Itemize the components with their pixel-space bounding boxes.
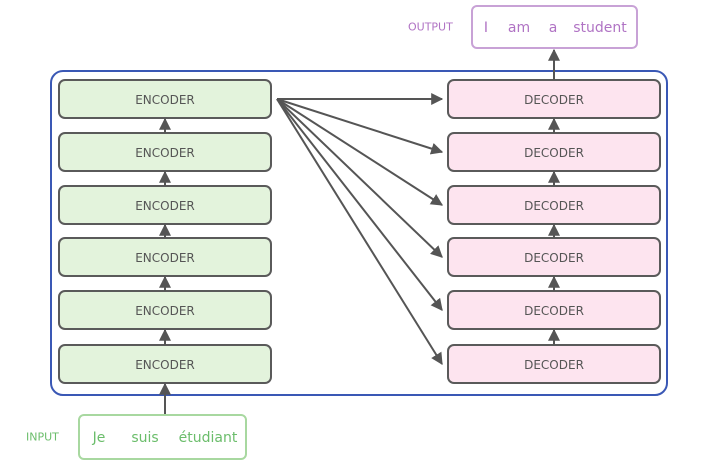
encoder-to-decoder-arrow bbox=[276, 98, 443, 366]
encoder-block: ENCODER bbox=[58, 79, 272, 119]
decoder-block: DECODER bbox=[447, 344, 661, 384]
decoder-block: DECODER bbox=[447, 79, 661, 119]
decoder-label: DECODER bbox=[524, 146, 584, 160]
decoder-label: DECODER bbox=[524, 199, 584, 213]
encoder-decoder-connections bbox=[159, 48, 560, 414]
decoder-stack: DECODER DECODER DECODER DECODER DECODER DECOD… bbox=[447, 79, 661, 384]
input-sequence: Je suis étudiant bbox=[78, 414, 247, 460]
decoder-block: DECODER bbox=[447, 237, 661, 277]
encoder-label: ENCODER bbox=[135, 358, 195, 372]
encoder-to-decoder-arrow bbox=[276, 98, 444, 155]
encoder-to-decoder-arrow bbox=[276, 98, 444, 206]
encoder-label: ENCODER bbox=[135, 251, 195, 265]
decoder-label: DECODER bbox=[524, 358, 584, 372]
encoder-block: ENCODER bbox=[58, 132, 272, 172]
encoder-to-decoder-arrow bbox=[276, 98, 443, 258]
encoder-label: ENCODER bbox=[135, 93, 195, 107]
encoder-to-decoder-arrow bbox=[276, 98, 443, 311]
encoder-block: ENCODER bbox=[58, 237, 272, 277]
decoder-block: DECODER bbox=[447, 290, 661, 330]
encoder-block: ENCODER bbox=[58, 344, 272, 384]
encoder-label: ENCODER bbox=[135, 146, 195, 160]
output-word: am bbox=[508, 20, 530, 36]
decoder-label: DECODER bbox=[524, 304, 584, 318]
encoder-decoder-container bbox=[50, 70, 668, 396]
decoder-block: DECODER bbox=[447, 132, 661, 172]
input-word: Je bbox=[92, 430, 106, 446]
decoder-block: DECODER bbox=[447, 185, 661, 225]
input-word: étudiant bbox=[179, 430, 238, 446]
decoder-label: DECODER bbox=[524, 251, 584, 265]
output-box bbox=[471, 5, 638, 49]
encoder-block: ENCODER bbox=[58, 290, 272, 330]
input-word: suis bbox=[131, 430, 158, 446]
output-word: student bbox=[573, 20, 627, 36]
encoder-block: ENCODER bbox=[58, 185, 272, 225]
output-label: OUTPUT bbox=[408, 21, 453, 34]
output-sequence: I am a student bbox=[471, 5, 638, 49]
encoder-label: ENCODER bbox=[135, 199, 195, 213]
encoder-stack: ENCODER ENCODER ENCODER ENCODER ENCODER ENCOD… bbox=[58, 79, 272, 384]
input-box bbox=[78, 414, 247, 460]
decoder-label: DECODER bbox=[524, 93, 584, 107]
output-word: a bbox=[549, 20, 558, 36]
input-label: INPUT bbox=[26, 431, 59, 444]
output-word: I bbox=[484, 20, 488, 36]
encoder-label: ENCODER bbox=[135, 304, 195, 318]
